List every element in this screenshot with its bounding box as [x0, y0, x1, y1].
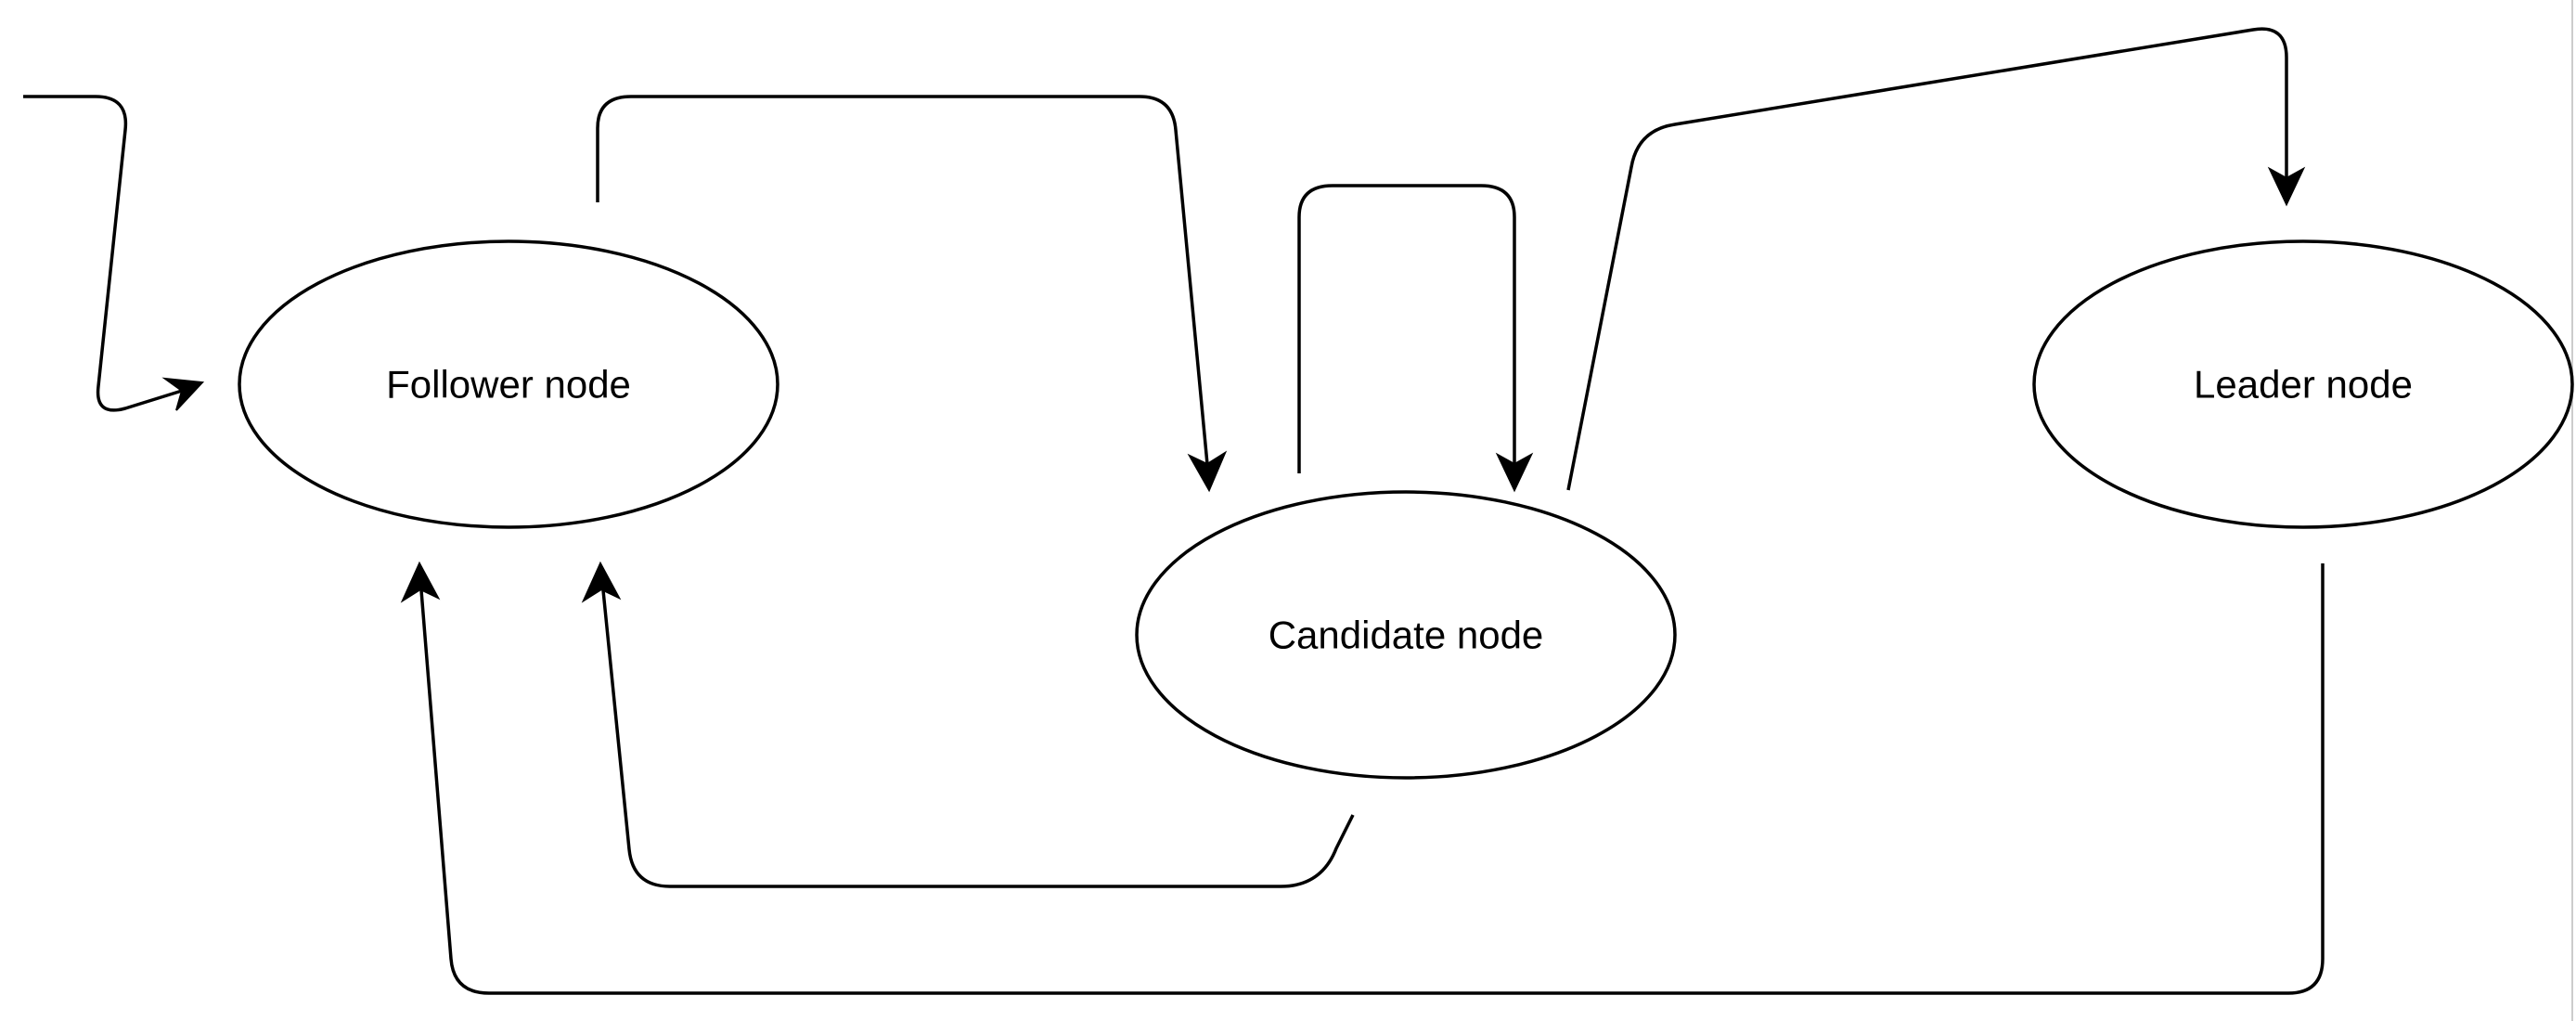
edge-candidate-to-follower: [581, 561, 1355, 888]
follower-node-shape: [238, 239, 779, 529]
arrowhead: [161, 377, 205, 411]
edge-start-to-follower: [23, 95, 205, 412]
edge-line: [1566, 27, 2288, 491]
edge-line: [23, 95, 183, 412]
edge-follower-to-candidate: [596, 95, 1228, 493]
leader-node: Leader node: [2032, 239, 2574, 529]
edge-line: [601, 589, 1355, 888]
edge-line: [1297, 184, 1516, 473]
candidate-node-label: Candidate node: [1269, 614, 1544, 657]
arrowhead: [400, 561, 441, 603]
arrowhead: [1495, 452, 1534, 493]
edge-line: [419, 563, 2325, 995]
edge-leader-to-follower: [400, 561, 2325, 995]
edge-candidate-to-leader: [1566, 27, 2306, 491]
arrowhead: [2267, 166, 2306, 207]
arrowhead: [581, 561, 622, 603]
candidate-node: Candidate node: [1135, 490, 1677, 780]
edge-candidate-self-loop: [1297, 184, 1534, 493]
arrowhead: [1187, 450, 1228, 493]
edge-line: [596, 95, 1209, 465]
follower-node-label: Follower node: [386, 363, 631, 407]
leader-node-label: Leader node: [2194, 363, 2413, 407]
follower-node: Follower node: [238, 239, 779, 529]
leader-node-shape: [2032, 239, 2574, 529]
candidate-node-shape: [1135, 490, 1677, 780]
